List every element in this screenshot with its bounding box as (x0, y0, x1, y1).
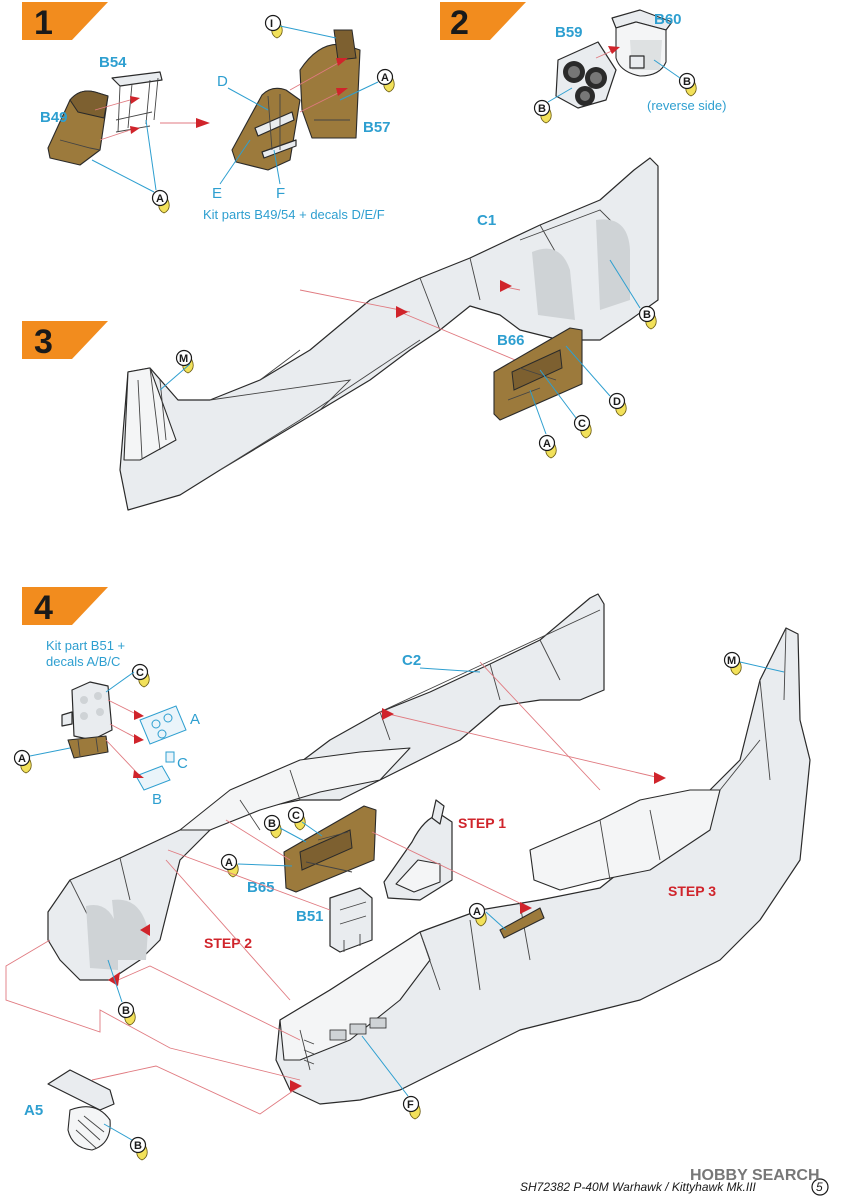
label-b60: B60 (654, 11, 682, 28)
step-4-badge: 4 (22, 587, 108, 627)
step-4-number: 4 (34, 589, 53, 627)
svg-text:C: C (578, 418, 586, 430)
step-3-badge: 3 (22, 321, 108, 361)
svg-text:C: C (136, 667, 144, 679)
red-arrow-icon (130, 126, 140, 134)
red-arrow-icon (396, 306, 408, 318)
step-1-badge: 1 (22, 2, 108, 42)
callout-step-1: STEP 1 (458, 815, 506, 831)
label-decal-c: C (177, 755, 188, 772)
red-arrow-icon (382, 708, 394, 720)
watermark: HOBBY SEARCH (690, 1167, 820, 1184)
red-arrow-icon (500, 280, 512, 292)
svg-text:A: A (225, 857, 233, 869)
svg-text:A: A (18, 753, 26, 765)
paint-drop-icon: A (13, 749, 32, 774)
paint-drop-icon: M (723, 651, 742, 676)
label-decal-b: B (152, 791, 162, 808)
svg-text:A: A (381, 72, 389, 84)
paint-drop-icon: A (220, 853, 239, 878)
step-3-number: 3 (34, 323, 53, 361)
label-b66: B66 (497, 332, 525, 349)
label-b49: B49 (40, 109, 68, 126)
svg-text:B: B (683, 76, 691, 88)
step-4-diagram: Kit part B51 + decals A/B/C A C B C A (5, 593, 811, 1161)
label-b59: B59 (555, 24, 583, 41)
red-arrow-icon (336, 58, 348, 66)
paint-drop-icon: C (287, 806, 306, 831)
svg-text:F: F (407, 1099, 414, 1111)
label-b65: B65 (247, 879, 275, 896)
step-2-note: (reverse side) (647, 98, 726, 113)
paint-drop-icon: B (263, 814, 282, 839)
paint-drop-icon: B (638, 305, 657, 330)
paint-drop-icon: A (151, 189, 170, 214)
svg-text:M: M (179, 353, 188, 365)
red-arrow-icon (654, 772, 666, 784)
label-a5: A5 (24, 1102, 43, 1119)
svg-text:B: B (643, 309, 651, 321)
red-arrow-icon (130, 96, 140, 104)
label-c2: C2 (402, 652, 421, 669)
step-2-number: 2 (450, 4, 469, 42)
label-b57: B57 (363, 119, 391, 136)
svg-text:B: B (134, 1140, 142, 1152)
label-decal-f: F (276, 185, 285, 202)
red-arrow-icon (336, 88, 348, 96)
paint-drop-icon: I (264, 14, 283, 39)
step-2-diagram: B60 B59 B B (reverse side) (533, 9, 726, 124)
label-b51: B51 (296, 908, 324, 925)
step-3-diagram: C1 B66 B M D C A (119, 157, 659, 511)
svg-text:B: B (538, 103, 546, 115)
step-4-note-line1: Kit part B51 + (46, 638, 125, 653)
paint-drop-icon: C (573, 414, 592, 439)
paint-drop-icon: A (376, 68, 395, 93)
label-c1: C1 (477, 212, 496, 229)
svg-text:A: A (543, 438, 551, 450)
label-decal-d: D (217, 73, 228, 90)
red-arrow-icon (196, 118, 210, 128)
paint-drop-icon: B (678, 72, 697, 97)
paint-drop-icon: B (117, 1001, 136, 1026)
step-1-diagram: B54 B49 B57 D E F I A A (40, 14, 395, 222)
red-arrow-icon (134, 734, 144, 744)
red-arrow-icon (134, 710, 144, 720)
svg-text:A: A (156, 193, 164, 205)
label-decal-a: A (190, 711, 200, 728)
step-4-note-line2: decals A/B/C (46, 654, 120, 669)
paint-drop-icon: A (538, 434, 557, 459)
paint-drop-icon: B (533, 99, 552, 124)
callout-step-2: STEP 2 (204, 935, 252, 951)
red-arrow-icon (290, 1080, 302, 1092)
paint-drop-icon: C (131, 663, 150, 688)
svg-text:M: M (727, 655, 736, 667)
paint-drop-icon: B (129, 1136, 148, 1161)
step-1-note: Kit parts B49/54 + decals D/E/F (203, 207, 385, 222)
svg-text:D: D (613, 396, 621, 408)
paint-drop-icon: A (468, 902, 487, 927)
red-arrow-icon (520, 902, 532, 914)
paint-drop-icon: D (608, 392, 627, 417)
svg-text:I: I (270, 18, 273, 30)
paint-drop-icon: M (175, 349, 194, 374)
label-decal-e: E (212, 185, 222, 202)
paint-drop-icon: F (402, 1095, 421, 1120)
page-number: 5 (816, 1180, 823, 1194)
svg-text:C: C (292, 810, 300, 822)
footer-text: SH72382 P-40M Warhawk / Kittyhawk Mk.III (520, 1180, 757, 1194)
svg-text:A: A (473, 906, 481, 918)
footer: SH72382 P-40M Warhawk / Kittyhawk Mk.III… (520, 1167, 829, 1196)
step-2-badge: 2 (440, 2, 526, 42)
label-b54: B54 (99, 54, 127, 71)
callout-step-3: STEP 3 (668, 883, 716, 899)
svg-text:B: B (268, 818, 276, 830)
red-arrow-icon (608, 46, 620, 54)
red-arrow-icon (133, 770, 144, 778)
red-arrow-icon (140, 924, 150, 936)
svg-text:B: B (122, 1005, 130, 1017)
step-1-number: 1 (34, 4, 53, 42)
